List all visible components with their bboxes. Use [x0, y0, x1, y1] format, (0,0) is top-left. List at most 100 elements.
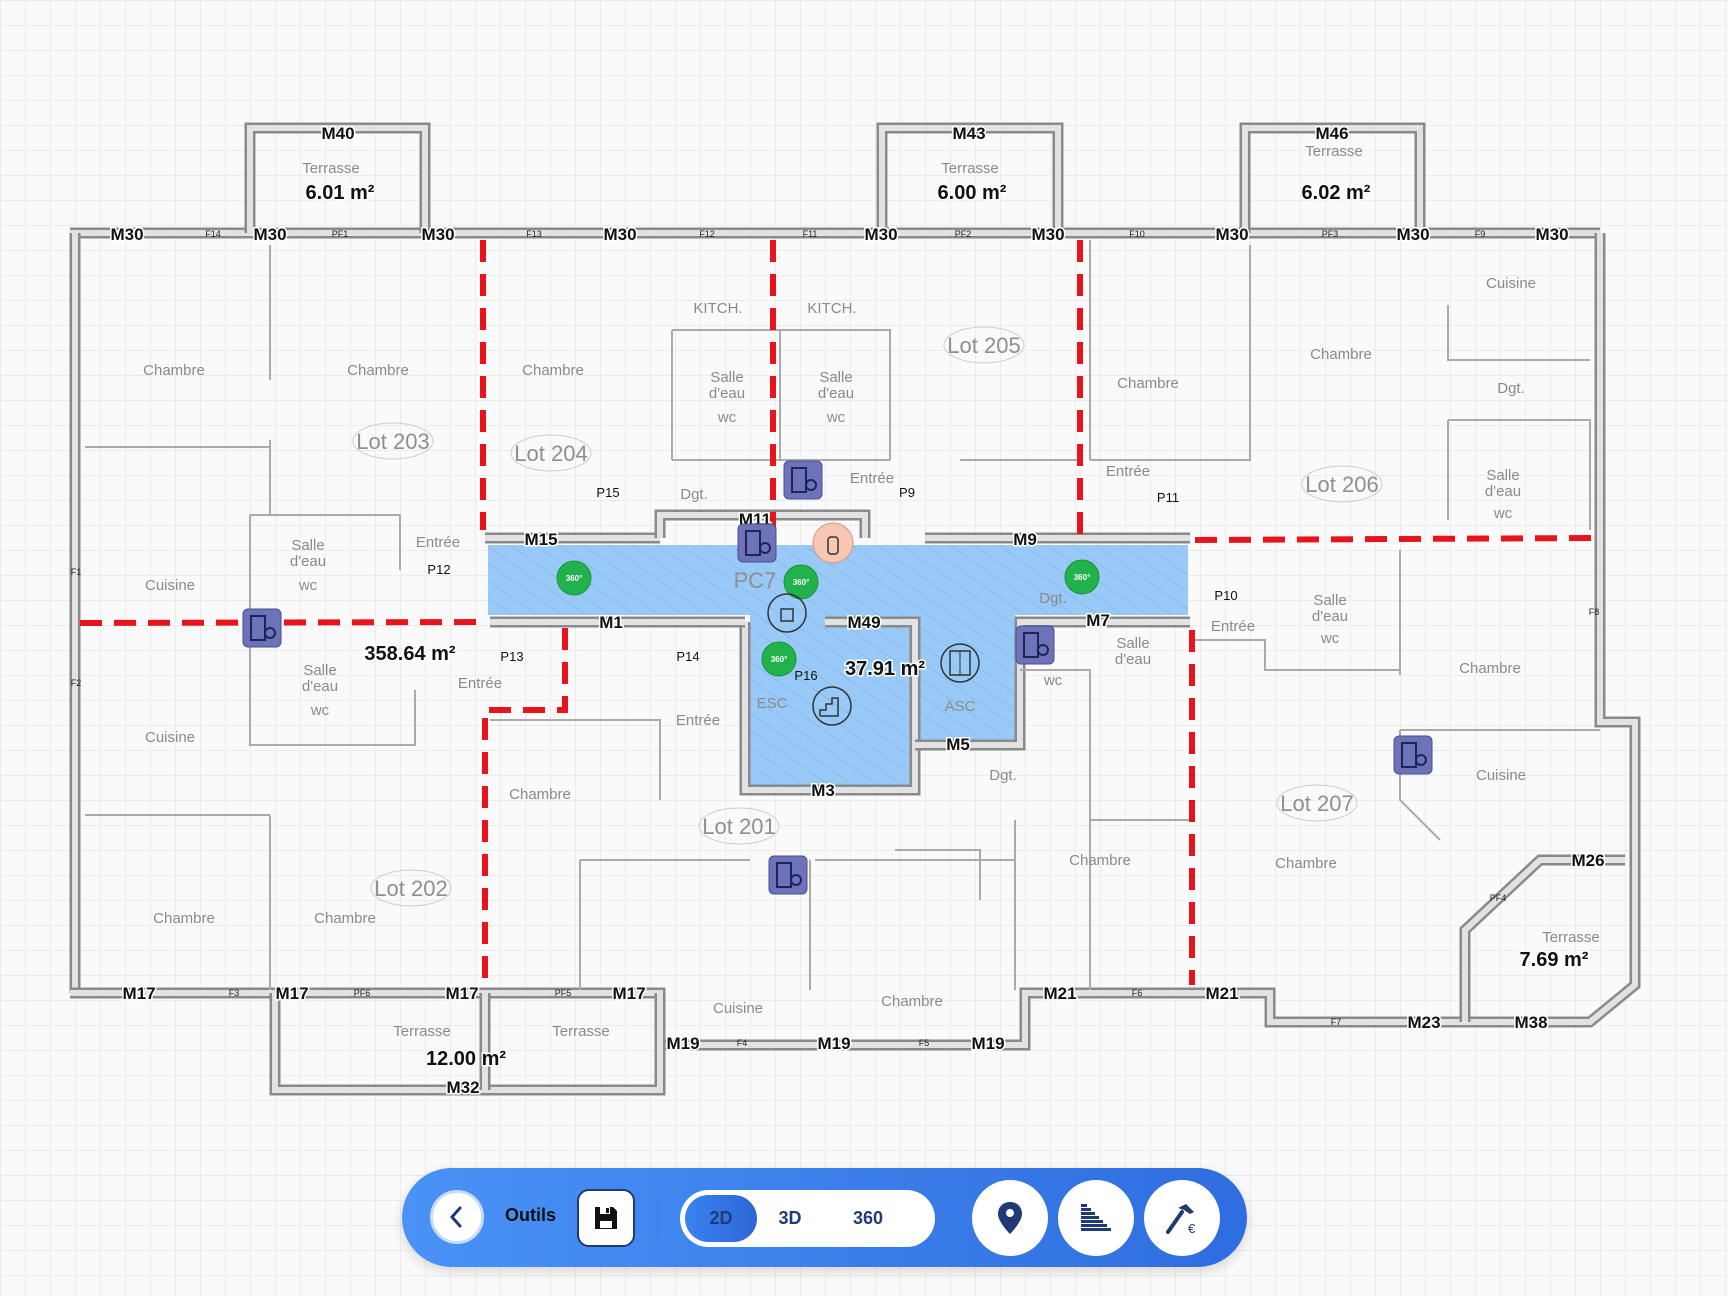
area-label: 7.69 m²	[1520, 949, 1589, 971]
room-label: d'eau	[302, 678, 338, 695]
hammer-euro-icon: €	[1166, 1204, 1196, 1236]
window-label: F1	[71, 567, 82, 577]
wall-label: M21	[1205, 984, 1238, 1003]
chevron-left-icon	[449, 1206, 462, 1228]
wall-label: M30	[421, 225, 454, 244]
view-2d-button[interactable]: 2D	[685, 1195, 757, 1242]
alarm-icon[interactable]	[767, 593, 807, 633]
equipment-icon[interactable]	[783, 460, 823, 500]
wall-label: M30	[1031, 225, 1064, 244]
room-label: Entrée	[416, 534, 460, 551]
panorama-360-marker[interactable]: 360°	[1064, 559, 1100, 595]
door-label: P11	[1157, 490, 1179, 505]
map-pin-icon	[998, 1202, 1022, 1234]
room-label: Cuisine	[713, 1000, 763, 1017]
wall-label: M30	[1396, 225, 1429, 244]
room-label: Cuisine	[1486, 275, 1536, 292]
toolbar-divider	[657, 1198, 658, 1238]
room-label: Salle	[303, 662, 336, 679]
partition	[1020, 669, 1091, 990]
wall-label: M32	[446, 1078, 479, 1097]
room-label: Dgt.	[680, 486, 708, 503]
window-label: F7	[1331, 1017, 1342, 1027]
room-label: wc	[1493, 505, 1513, 522]
lot-outline	[1301, 465, 1383, 503]
view-3d-button[interactable]: 3D	[778, 1208, 802, 1228]
panorama-360-marker[interactable]: 360°	[556, 560, 592, 596]
partition	[1090, 245, 1251, 461]
room-label: Terrasse	[302, 160, 360, 177]
room-label: Chambre	[522, 362, 584, 379]
room-label: Entrée	[1211, 618, 1255, 635]
energy-rating-icon	[1081, 1204, 1111, 1231]
area-label: 6.00 m²	[938, 182, 1007, 204]
room-label: d'eau	[1312, 608, 1348, 625]
area-label: 37.91 m²	[845, 658, 925, 680]
room-label: wc	[1320, 630, 1340, 647]
partition	[1447, 305, 1590, 361]
window-label: F12	[699, 229, 715, 239]
room-label: Dgt.	[1497, 380, 1525, 397]
window-label: PF2	[955, 229, 972, 239]
window-label: PF1	[332, 229, 349, 239]
fire-extinguisher-icon[interactable]	[812, 522, 854, 564]
wall-label: M17	[122, 984, 155, 1003]
door-label: P15	[596, 485, 619, 500]
location-button[interactable]	[972, 1180, 1048, 1256]
equipment-icon[interactable]	[768, 855, 808, 895]
panorama-360-marker[interactable]: 360°	[761, 641, 797, 677]
area-label: 6.02 m²	[1302, 182, 1371, 204]
room-label: d'eau	[709, 385, 745, 402]
room-label: KITCH.	[693, 300, 742, 317]
equipment-icon[interactable]	[1015, 625, 1055, 665]
lot-label: Lot 204	[514, 441, 587, 466]
wall-label: M7	[1086, 611, 1110, 630]
wall-label: M43	[952, 124, 985, 143]
svg-text:360°: 360°	[1074, 573, 1091, 582]
equipment-icon[interactable]	[1393, 735, 1433, 775]
window-label: F8	[1589, 607, 1600, 617]
room-label: Terrasse	[941, 160, 999, 177]
room-label: KITCH.	[807, 300, 856, 317]
room-label: wc	[298, 577, 318, 594]
window-label: F2	[71, 678, 82, 688]
room-label: Terrasse	[1542, 929, 1600, 946]
wall-label: M46	[1315, 124, 1348, 143]
window-label: F13	[526, 229, 542, 239]
partition	[490, 719, 661, 800]
wall	[876, 122, 1064, 233]
energy-rating-button[interactable]	[1058, 1180, 1134, 1256]
room-label: Dgt.	[989, 767, 1017, 784]
room-label: ESC	[757, 695, 788, 712]
door-label: P9	[899, 485, 915, 500]
back-button[interactable]	[430, 1190, 484, 1244]
stairs-icon	[812, 686, 852, 726]
svg-text:360°: 360°	[793, 578, 810, 587]
equipment-icon[interactable]	[737, 523, 777, 563]
room-label: Chambre	[143, 362, 205, 379]
wall-label: M3	[811, 781, 835, 800]
room-label: Terrasse	[393, 1023, 451, 1040]
room-label: Salle	[1313, 592, 1346, 609]
wall-label: M9	[1013, 530, 1037, 549]
wall-label: M21	[1043, 984, 1076, 1003]
room-label: Salle	[291, 537, 324, 554]
cost-estimate-button[interactable]: €	[1144, 1180, 1220, 1256]
save-button[interactable]	[577, 1189, 635, 1247]
wall-label: M49	[847, 613, 880, 632]
view-360-button[interactable]: 360	[852, 1208, 884, 1228]
wall-label: M30	[1215, 225, 1248, 244]
room-label: d'eau	[1115, 651, 1151, 668]
svg-text:€: €	[1188, 1221, 1196, 1236]
door-label: P10	[1214, 588, 1237, 603]
window-label: PF3	[1322, 229, 1339, 239]
lot-label: Lot 201	[702, 814, 775, 839]
lot-outline	[943, 326, 1025, 364]
common-area-pc7[interactable]	[488, 545, 1188, 785]
panorama-360-marker[interactable]: 360°	[783, 564, 819, 600]
equipment-icon[interactable]	[242, 608, 282, 648]
door-label: P14	[676, 649, 699, 664]
partition	[250, 514, 401, 570]
window-label: F3	[229, 988, 240, 998]
